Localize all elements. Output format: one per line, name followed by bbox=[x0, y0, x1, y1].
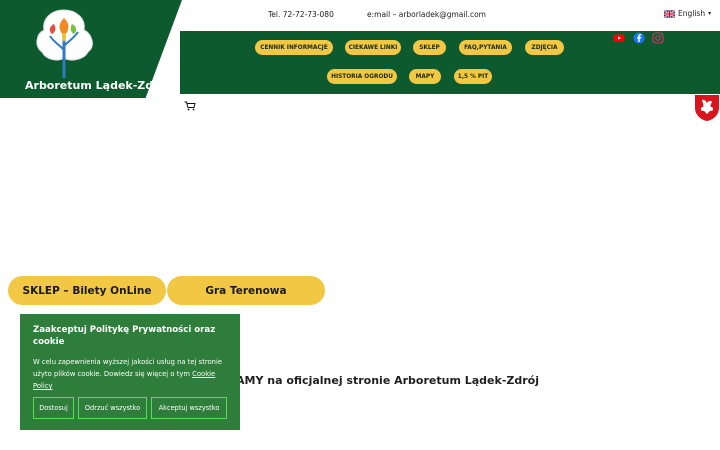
nav-item-zdjecia[interactable]: ZDJĘCIA bbox=[525, 40, 564, 55]
cookie-consent-dialog: Zaakceptuj Politykę Prywatności oraz coo… bbox=[20, 314, 240, 430]
cookie-policy-link[interactable]: Cookie Policy bbox=[33, 370, 216, 390]
nav-item-mapy[interactable]: MAPY bbox=[409, 69, 441, 84]
nav-item-cennik[interactable]: CENNIK INFORMACJE bbox=[255, 40, 333, 55]
shop-tickets-button[interactable]: SKLEP – Bilety OnLine bbox=[8, 276, 166, 305]
cookie-title: Zaakceptuj Politykę Prywatności oraz coo… bbox=[33, 325, 216, 347]
tree-logo-icon bbox=[36, 9, 93, 78]
nav-item-faq[interactable]: FAQ,PYTANIA bbox=[459, 40, 512, 55]
chevron-down-icon: ▾ bbox=[708, 10, 712, 17]
logo-block[interactable]: Arboretum Lądek-Zdrój bbox=[0, 0, 182, 98]
reject-all-button[interactable]: Odrzuć wszystko bbox=[78, 397, 147, 419]
shopping-cart-icon[interactable] bbox=[184, 101, 196, 111]
phone-number[interactable]: Tel. 72-72-73-080 bbox=[268, 10, 334, 19]
customize-button[interactable]: Dostosuj bbox=[33, 397, 74, 419]
welcome-heading: AMY na oficjalnej stronie Arboretum Ląde… bbox=[236, 374, 539, 387]
coat-of-arms-icon bbox=[695, 95, 719, 121]
nav-item-pit[interactable]: 1,5 % PIT bbox=[454, 69, 492, 84]
facebook-icon[interactable] bbox=[633, 32, 645, 44]
youtube-icon[interactable] bbox=[613, 32, 625, 44]
instagram-icon[interactable] bbox=[652, 32, 664, 44]
language-selector[interactable]: English ▾ bbox=[664, 9, 711, 18]
cookie-description: W celu zapewnienia wyższej jakości usług… bbox=[33, 356, 227, 392]
nav-item-historia-ogrodu[interactable]: HISTORIA OGRODU bbox=[327, 69, 397, 84]
nav-item-sklep[interactable]: SKLEP bbox=[413, 40, 446, 55]
nav-item-ciekawe-linki[interactable]: CIEKAWE LINKI bbox=[345, 40, 401, 55]
cookie-description-text: W celu zapewnienia wyższej jakości usług… bbox=[33, 358, 223, 378]
site-title: Arboretum Lądek-Zdrój bbox=[25, 79, 170, 92]
uk-flag-icon bbox=[664, 9, 675, 18]
email-address[interactable]: e:mail – arborladek@gmail.com bbox=[367, 10, 486, 19]
language-label: English bbox=[678, 9, 706, 18]
main-navigation: CENNIK INFORMACJE CIEKAWE LINKI SKLEP FA… bbox=[180, 31, 720, 94]
field-game-button[interactable]: Gra Terenowa bbox=[167, 276, 325, 305]
accept-all-button[interactable]: Akceptuj wszystko bbox=[151, 397, 227, 419]
